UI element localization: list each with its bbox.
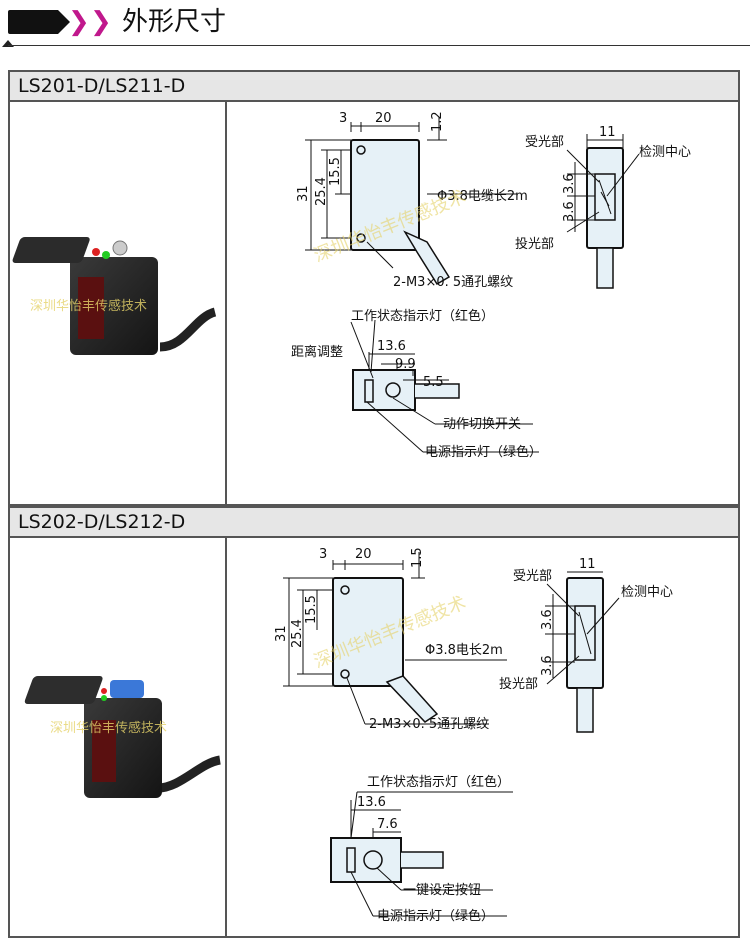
side-cable xyxy=(596,247,614,289)
label-receiver: 受光部 xyxy=(525,135,564,150)
product-photo-cell: 深圳华怡丰传感技术 xyxy=(10,102,227,504)
knob-icon xyxy=(112,240,128,256)
page-title: 外形尺寸 xyxy=(122,7,227,37)
set-button-icon xyxy=(363,850,383,870)
dim-height-2: 25.4 xyxy=(314,177,329,206)
dim-v1: 3.6 xyxy=(562,173,577,194)
watermark: 深圳华怡丰传感技术 xyxy=(50,720,167,736)
dim-left: 3 xyxy=(319,547,327,562)
label-power-led: 电源指示灯（绿色） xyxy=(425,444,542,460)
label-emitter: 投光部 xyxy=(499,676,538,692)
mount-hole xyxy=(340,669,350,679)
dimension-drawing: 3 20 1.2 31 25.4 15.5 11 3.6 3.6 13.6 9.… xyxy=(291,111,691,460)
header-divider xyxy=(8,45,750,46)
dim-v1: 3.6 xyxy=(540,609,555,630)
label-button: 一键设定按钮 xyxy=(403,883,481,898)
dim-top: 1.5 xyxy=(410,547,425,568)
bottom-view-body xyxy=(330,837,402,883)
label-switch: 动作切换开关 xyxy=(443,417,521,432)
dim-side-width: 11 xyxy=(599,125,616,140)
model-panel-2: LS202-D/LS212-D 深圳华怡丰传感技术 xyxy=(8,506,740,938)
dim-height-3: 15.5 xyxy=(328,157,343,186)
button-icon xyxy=(110,680,144,698)
bottom-cable xyxy=(415,383,460,399)
cable xyxy=(157,755,222,793)
drawing-cell: 3 20 1.5 31 25.4 15.5 11 3.6 3.6 13.6 7.… xyxy=(227,538,738,936)
header-triangle-icon xyxy=(2,40,14,47)
lens-outline xyxy=(574,605,596,661)
section-header: ❯ ❯ 外形尺寸 xyxy=(0,0,750,52)
dim-width: 20 xyxy=(355,547,372,562)
model-title: LS202-D/LS212-D xyxy=(10,508,738,538)
green-led-icon xyxy=(101,695,107,701)
label-distance: 距离调整 xyxy=(291,344,343,360)
bottom-cable xyxy=(401,851,444,869)
sensor-top xyxy=(12,237,90,263)
sensor-top xyxy=(24,676,103,704)
label-center: 检测中心 xyxy=(621,585,673,600)
drawing-cell: 3 20 1.2 31 25.4 15.5 11 3.6 3.6 13.6 9.… xyxy=(227,102,738,504)
dim-top: 1.2 xyxy=(430,111,445,132)
dim-height-3: 15.5 xyxy=(304,595,319,624)
dim-left: 3 xyxy=(339,111,347,126)
mount-hole xyxy=(340,585,350,595)
red-led-icon xyxy=(92,248,100,256)
watermark: 深圳华怡丰传感技术 xyxy=(30,298,147,314)
label-status-led: 工作状态指示灯（红色） xyxy=(367,774,510,790)
bottom-view-body xyxy=(352,369,416,411)
dim-b1: 13.6 xyxy=(377,339,406,354)
mount-hole xyxy=(356,145,366,155)
label-emitter: 投光部 xyxy=(515,236,554,252)
dim-v2: 3.6 xyxy=(540,655,555,676)
label-power-led: 电源指示灯（绿色） xyxy=(377,908,494,924)
dimension-drawing: 3 20 1.5 31 25.4 15.5 11 3.6 3.6 13.6 7.… xyxy=(274,547,673,924)
chevron-right-icon: ❯ xyxy=(68,7,90,37)
label-center: 检测中心 xyxy=(639,145,691,160)
dim-v2: 3.6 xyxy=(562,201,577,222)
dim-height: 31 xyxy=(296,185,311,202)
dim-b1: 13.6 xyxy=(357,795,386,810)
lens-window xyxy=(78,277,104,339)
product-photo-cell: 深圳华怡丰传感技术 xyxy=(10,538,227,936)
front-view-body xyxy=(350,139,420,251)
label-status-led: 工作状态指示灯（红色） xyxy=(351,308,494,324)
model-title: LS201-D/LS211-D xyxy=(10,72,738,102)
led-window xyxy=(364,379,374,403)
label-cable: Φ3.8电长2m xyxy=(425,643,503,658)
cable-outline xyxy=(403,230,451,286)
dim-width: 20 xyxy=(375,111,392,126)
label-receiver: 受光部 xyxy=(513,569,552,584)
lens-window xyxy=(92,720,116,782)
dim-b2: 7.6 xyxy=(377,817,398,832)
chevron-right-icon: ❯ xyxy=(90,7,112,37)
adjust-knob-icon xyxy=(385,382,401,398)
label-screw: 2-M3×0. 5通孔螺纹 xyxy=(369,717,489,732)
dim-b3: 5.5 xyxy=(423,375,444,390)
product-photo: 深圳华怡丰传感技术 xyxy=(24,676,222,798)
model-panel-1: LS201-D/LS211-D 深圳华怡丰传感技术 xyxy=(8,70,740,506)
product-photo: 深圳华怡丰传感技术 xyxy=(12,237,217,355)
front-view-body xyxy=(332,577,404,687)
cable xyxy=(159,307,217,352)
dim-side-width: 11 xyxy=(579,557,596,572)
label-cable: Φ3.8电缆长2m xyxy=(437,188,528,204)
mount-hole xyxy=(356,233,366,243)
label-screw: 2-M3×0. 5通孔螺纹 xyxy=(393,275,513,290)
dim-height-2: 25.4 xyxy=(290,619,305,648)
green-led-icon xyxy=(102,251,110,259)
red-led-icon xyxy=(101,688,107,694)
dim-b2: 9.9 xyxy=(395,357,416,372)
cable-outline xyxy=(385,675,439,723)
side-cable xyxy=(576,687,594,733)
dim-height: 31 xyxy=(274,625,289,642)
header-black-bar xyxy=(8,10,70,34)
lens-outline xyxy=(594,173,616,221)
